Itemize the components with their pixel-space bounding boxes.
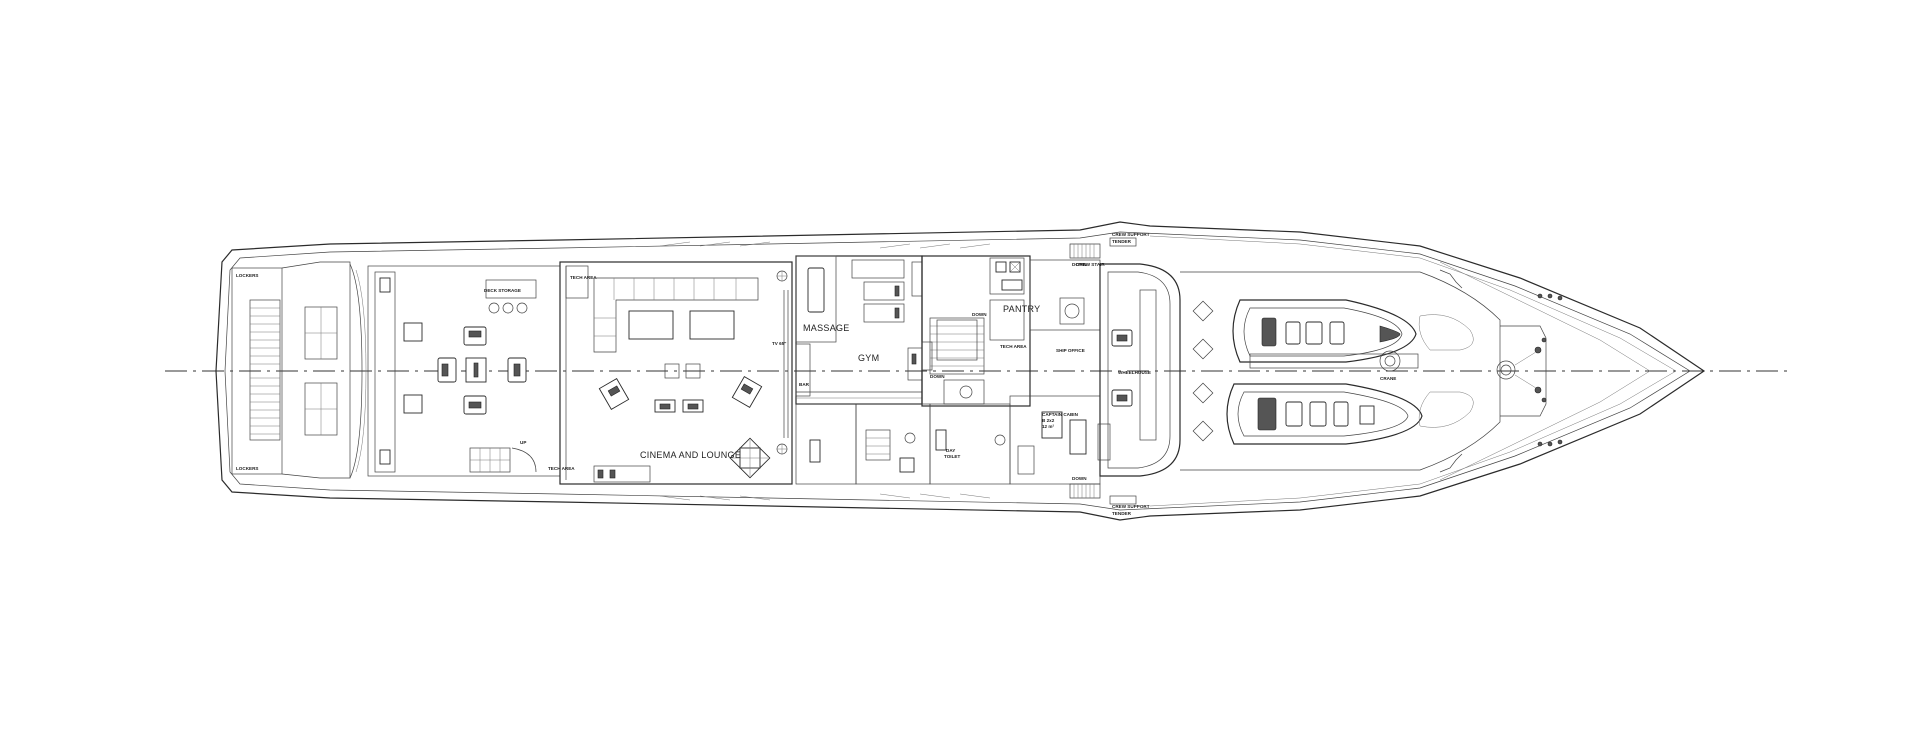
deck-storage-label: DECK STORAGE: [484, 288, 521, 293]
day-toilet-label-line2: TOILET: [944, 454, 960, 459]
wheelhouse-label: WHEELHOUSE: [1118, 370, 1151, 375]
tender-garage-label-top-2: TENDER: [1112, 239, 1132, 244]
foredeck: CRANE: [1180, 269, 1501, 473]
stair-core: PANTRY TECH AREA DOWN DOWN: [921, 255, 1040, 407]
day-toilet-label-line1: DAY: [946, 448, 955, 453]
tech-area-label-mid: TECH AREA: [1000, 344, 1027, 349]
cinema-lounge-label: CINEMA AND LOUNGE: [640, 450, 741, 460]
massage-gym: MASSAGE GYM BAR: [795, 255, 923, 405]
down-label-side-top: DOWN: [1072, 262, 1087, 267]
tv-label: TV 65": [772, 341, 786, 346]
cinema-lounge: CINEMA AND LOUNGE TV 65" TECH AREA: [559, 261, 793, 485]
crane-label: CRANE: [1380, 376, 1396, 381]
ship-office-label: SHIP OFFICE: [1056, 348, 1085, 353]
tender-starboard: [1226, 383, 1423, 445]
wheelhouse-area: SHIP OFFICE WHEELHOUSE CREW STAIR: [1029, 259, 1181, 477]
crew-stair-label: CREW STAIR: [1076, 262, 1105, 267]
tender-garage-label-top-1: CREW SUPPORT: [1112, 232, 1150, 237]
down-label-fwd: DOWN: [972, 312, 987, 317]
lower-rooms: DAY TOILET CAPTAIN CABIN B 2x2 12 m²: [795, 395, 1101, 485]
down-label-aft: DOWN: [930, 374, 945, 379]
tech-area-label-stern: TECH AREA: [548, 466, 575, 471]
bow: [1496, 293, 1563, 447]
captain-cabin-line1: CAPTAIN CABIN: [1042, 412, 1079, 417]
down-label-side-bot: DOWN: [1072, 476, 1087, 481]
up-label: UP: [520, 440, 526, 445]
tech-area-label-aft: TECH AREA: [570, 275, 597, 280]
side-decks: CREW SUPPORT TENDER CREW SUPPORT TENDER …: [659, 232, 1150, 516]
lockers-label-port: LOCKERS: [236, 273, 258, 278]
pantry-label: PANTRY: [1003, 304, 1040, 314]
massage-label: MASSAGE: [803, 323, 850, 333]
hull-outline: [215, 221, 1706, 521]
captain-cabin-line3: 12 m²: [1042, 424, 1054, 429]
captain-cabin-line2: B 2x2: [1042, 418, 1055, 423]
tender-port: [1232, 299, 1417, 363]
gym-label: GYM: [858, 353, 879, 363]
stern-labels: LOCKERS LOCKERS DECK STORAGE UP TECH ARE…: [236, 273, 575, 471]
tender-garage-label-bot-2: TENDER: [1112, 511, 1132, 516]
stern-platform: [231, 261, 367, 479]
tender-garage-label-bot-1: CREW SUPPORT: [1112, 504, 1150, 509]
lockers-label-stbd: LOCKERS: [236, 466, 258, 471]
bar-label: BAR: [799, 382, 810, 387]
